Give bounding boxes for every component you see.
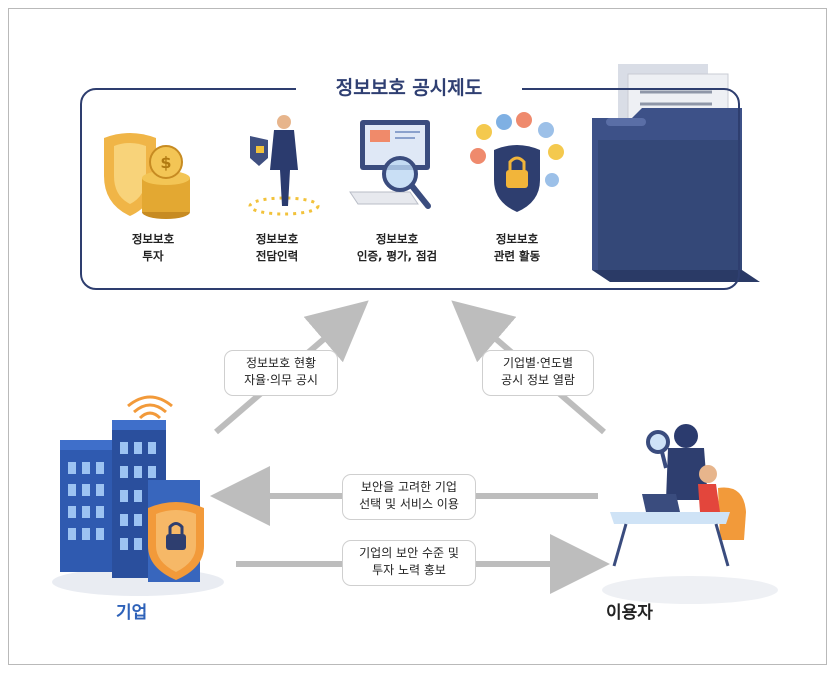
- flow-label-line1: 기업별·연도별: [502, 356, 574, 370]
- panel-item-line1: 정보보호: [131, 232, 175, 246]
- svg-text:$: $: [160, 153, 171, 172]
- monitor-magnifier-icon: [349, 120, 431, 209]
- shield-lock-icon: [470, 112, 564, 212]
- panel-item-personnel: 정보보호 전담인력: [212, 231, 342, 265]
- panel-item-line2: 관련 활동: [493, 249, 541, 263]
- panel-item-line2: 인증, 평가, 점검: [356, 249, 438, 263]
- panel-item-certification: 정보보호 인증, 평가, 점검: [332, 231, 462, 265]
- security-officer-icon: [248, 115, 320, 216]
- flow-label-line1: 보안을 고려한 기업: [361, 480, 457, 494]
- panel-item-line2: 전담인력: [255, 249, 299, 263]
- company-buildings-icon: [52, 395, 224, 596]
- flow-label-disclosure: 정보보호 현황 자율·의무 공시: [224, 350, 338, 396]
- panel-item-line1: 정보보호: [495, 232, 539, 246]
- panel-item-investment: 정보보호 투자: [88, 231, 218, 265]
- panel-item-line2: 투자: [142, 249, 164, 263]
- panel-title: 정보보호 공시제도: [296, 72, 522, 104]
- flow-label-line1: 정보보호 현황: [245, 356, 317, 370]
- flow-label-line2: 공시 정보 열람: [501, 373, 575, 387]
- coin-shield-icon: $: [104, 133, 190, 219]
- panel-item-line1: 정보보호: [255, 232, 299, 246]
- users-at-desk-icon: [602, 424, 778, 604]
- flow-label-line2: 선택 및 서비스 이용: [359, 497, 459, 511]
- flow-label-line2: 자율·의무 공시: [244, 373, 318, 387]
- folder-icon: [592, 64, 760, 282]
- flow-label-promotion: 기업의 보안 수준 및 투자 노력 홍보: [342, 540, 476, 586]
- flow-label-line1: 기업의 보안 수준 및: [359, 546, 459, 560]
- flow-label-browse: 기업별·연도별 공시 정보 열람: [482, 350, 594, 396]
- flow-label-line2: 투자 노력 홍보: [372, 563, 446, 577]
- user-label: 이용자: [606, 603, 653, 623]
- panel-item-activities: 정보보호 관련 활동: [452, 231, 582, 265]
- panel-item-line1: 정보보호: [375, 232, 419, 246]
- company-label: 기업: [116, 603, 148, 623]
- flow-label-selection: 보안을 고려한 기업 선택 및 서비스 이용: [342, 474, 476, 520]
